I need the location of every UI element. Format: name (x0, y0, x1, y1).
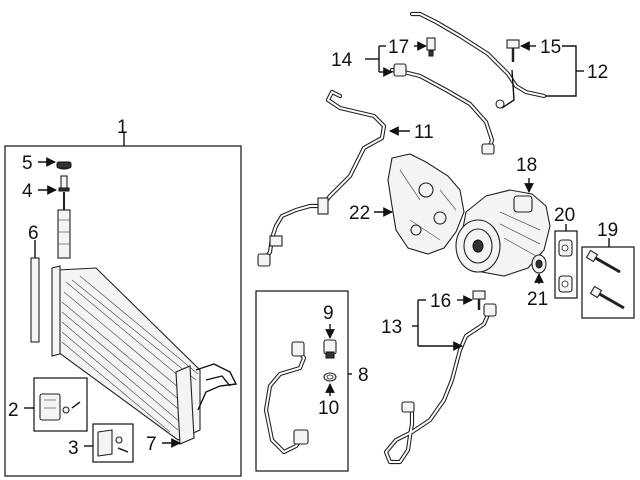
high-pressure-line-part (409, 11, 547, 109)
callout-5: 5 (22, 153, 33, 174)
callout-11: 11 (414, 122, 434, 143)
drier-cartridge-part (57, 175, 71, 259)
suction-line-part (257, 89, 387, 267)
callout-7: 7 (146, 434, 157, 455)
callout-2: 2 (8, 400, 19, 421)
callout-8: 8 (358, 365, 369, 386)
gasket-part (558, 239, 573, 293)
bolt-kit-box (581, 246, 635, 319)
condenser-group-box (4, 145, 242, 477)
o-ring-part (323, 372, 337, 382)
compressor-bracket-part (387, 153, 465, 255)
bracket-lower-part (97, 429, 129, 457)
drier-cap-part (56, 161, 72, 170)
callout-22: 22 (349, 203, 370, 224)
callout-4: 4 (22, 181, 33, 202)
bracket-kit-box-lower (92, 423, 134, 463)
pressure-hose-part (263, 341, 309, 455)
liquid-line-part (383, 303, 497, 465)
callout-16: 16 (430, 291, 451, 312)
valve-core-part (426, 37, 436, 57)
condenser-core-part (51, 265, 238, 445)
callout-14: 14 (331, 50, 353, 71)
bolt-15-part (506, 39, 520, 62)
pressure-switch-part (323, 339, 337, 359)
callout-20: 20 (554, 205, 575, 226)
callout-12: 12 (587, 62, 608, 83)
callout-15: 15 (540, 37, 561, 58)
compressor-part (455, 189, 551, 277)
bolt-16-part (472, 290, 486, 310)
callout-1: 1 (117, 117, 128, 138)
callout-18: 18 (516, 155, 537, 176)
callout-13: 13 (381, 317, 402, 338)
sealing-plug-part (531, 254, 547, 274)
callout-3: 3 (68, 438, 79, 459)
callout-17: 17 (388, 37, 409, 58)
callout-10: 10 (318, 398, 339, 419)
callout-21: 21 (527, 289, 548, 310)
callout-19: 19 (597, 220, 618, 241)
hose-group-box (255, 290, 349, 472)
charge-line-part (389, 63, 495, 155)
bracket-part (39, 393, 81, 421)
bolt-19-part (585, 249, 625, 310)
seal-strip-part (30, 257, 40, 343)
callout-9: 9 (323, 303, 334, 324)
callout-6: 6 (28, 223, 39, 244)
bracket-kit-box (33, 377, 88, 432)
